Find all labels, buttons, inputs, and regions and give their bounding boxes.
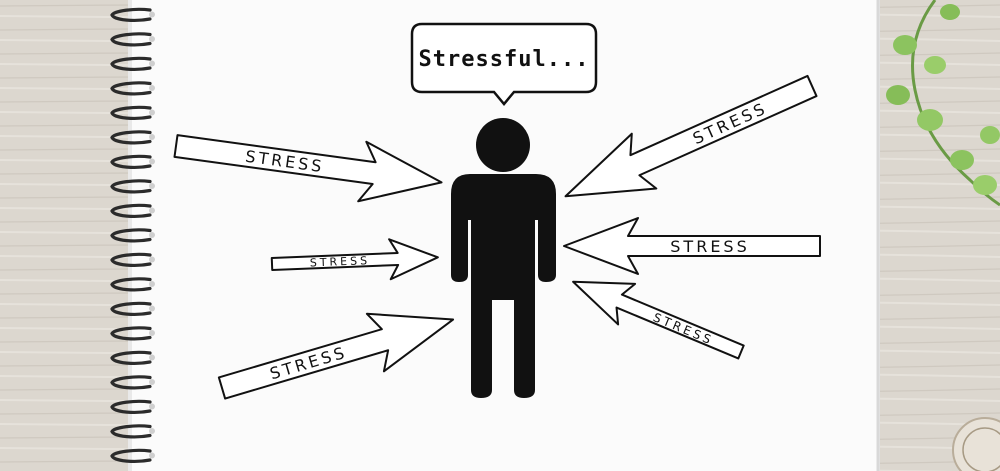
- arrow-1: STRESS: [173, 134, 443, 203]
- spiral-hole: [149, 158, 155, 165]
- spiral-hole: [149, 428, 155, 434]
- spiral-hole: [149, 183, 155, 189]
- spiral-ring: [110, 448, 152, 463]
- spiral-hole: [149, 305, 155, 312]
- spiral-hole: [149, 403, 155, 410]
- spiral-ring: [110, 105, 152, 120]
- coin-object: [952, 417, 1000, 471]
- speech-bubble-text: Stressful...: [419, 47, 590, 72]
- spiral-ring: [110, 7, 152, 22]
- arrow-2: STRESS: [270, 238, 439, 281]
- spiral-hole: [149, 256, 155, 263]
- spiral-ring: [110, 154, 152, 169]
- spiral-hole: [149, 452, 155, 459]
- spiral-ring: [110, 130, 152, 145]
- spiral-hole: [149, 60, 155, 67]
- spiral-ring: [110, 228, 152, 243]
- spiral-hole: [149, 134, 155, 140]
- spiral-ring: [110, 277, 152, 292]
- spiral-hole: [149, 232, 155, 238]
- person-figure: [451, 118, 556, 398]
- spiral-hole: [149, 330, 155, 336]
- spiral-hole: [149, 281, 155, 287]
- spiral-hole: [149, 354, 155, 361]
- spiral-hole: [149, 109, 155, 116]
- spiral-ring: [110, 56, 152, 71]
- spiral-hole: [149, 85, 155, 91]
- spiral-ring: [110, 399, 152, 414]
- spiral-hole: [149, 379, 155, 385]
- arrow-label-5: STRESS: [670, 237, 749, 256]
- spiral-ring: [110, 179, 152, 194]
- spiral-ring: [110, 350, 152, 365]
- spiral-hole: [149, 36, 155, 42]
- spiral-hole: [149, 11, 155, 18]
- spiral-ring: [110, 301, 152, 316]
- spiral-ring: [110, 375, 152, 390]
- speech-bubble: Stressful...: [410, 22, 598, 106]
- spiral-ring: [110, 32, 152, 47]
- spiral-ring: [110, 326, 152, 341]
- spiral-hole: [149, 207, 155, 214]
- plant-leaves: [886, 0, 1000, 207]
- spiral-ring: [110, 81, 152, 96]
- spiral-ring: [110, 424, 152, 439]
- spiral-ring: [110, 203, 152, 218]
- spiral-binding: [110, 7, 155, 463]
- arrow-5: STRESS: [563, 217, 821, 275]
- arrow-label-2: STRESS: [310, 254, 371, 269]
- spiral-ring: [110, 252, 152, 267]
